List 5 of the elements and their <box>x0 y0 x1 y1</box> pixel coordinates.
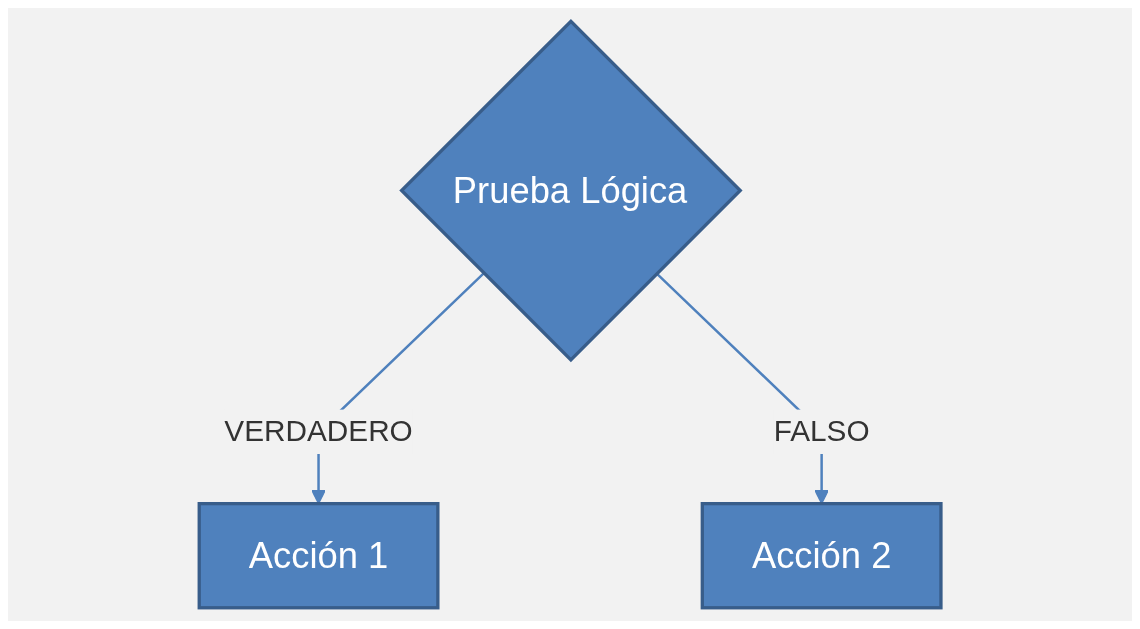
node-box: Acción 1 <box>197 502 440 610</box>
node-diamond: Prueba Lógica <box>399 18 743 363</box>
edge-label: FALSO <box>773 414 870 448</box>
node-box: Acción 2 <box>700 502 943 610</box>
edge-label: VERDADERO <box>224 414 413 448</box>
